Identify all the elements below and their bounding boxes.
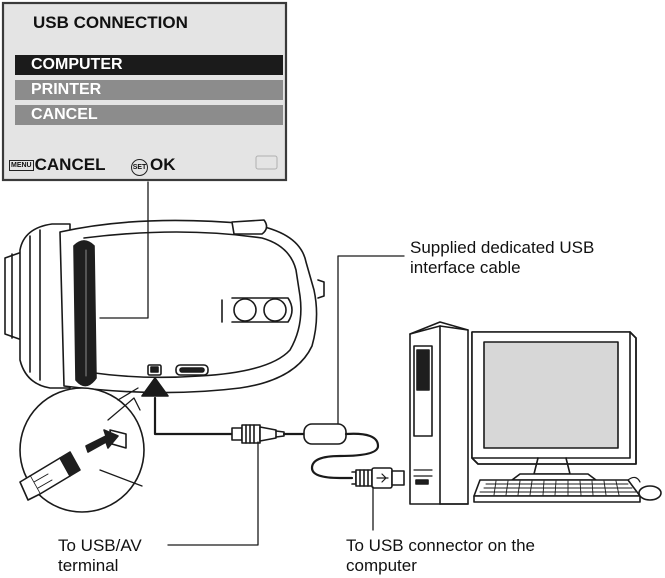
monitor-icon (471, 331, 637, 481)
callout-cable-line2: interface cable (410, 258, 521, 277)
menu-item-computer[interactable]: COMPUTER (15, 55, 283, 75)
tower-pc-icon (409, 321, 469, 505)
footer-cancel-label: CANCEL (34, 155, 106, 174)
plug-zoom-icon (19, 387, 145, 513)
ferrite-core-icon (303, 423, 347, 445)
callout-usb-connector: To USB connector on the computer (346, 536, 535, 576)
callout-cable: Supplied dedicated USB interface cable (410, 238, 594, 278)
callout-usb-av-line2: terminal (58, 556, 119, 575)
lcd-menu-screen: USB CONNECTION COMPUTER PRINTER CANCEL M… (3, 3, 286, 180)
port-arrow-icon (141, 377, 169, 397)
footer-ok-label: OK (150, 155, 176, 174)
keyboard-icon (473, 476, 662, 503)
callout-usb-av-line1: To USB/AV (58, 536, 142, 555)
usb-a-plug-icon (351, 467, 405, 489)
callout-usb-av: To USB/AV terminal (58, 536, 142, 576)
callout-cable-line1: Supplied dedicated USB (410, 238, 595, 257)
callout-usb-connector-line2: computer (346, 556, 417, 575)
callout-usb-connector-line1: To USB connector on the (346, 536, 536, 555)
mini-usb-plug-icon (231, 424, 285, 444)
menu-item-cancel[interactable]: CANCEL (15, 105, 283, 125)
set-badge-icon: SET (131, 159, 148, 176)
camcorder-icon (4, 219, 325, 394)
lcd-menu-title: USB CONNECTION (33, 13, 188, 32)
menu-item-printer[interactable]: PRINTER (15, 80, 283, 100)
menu-badge-icon: MENU (9, 160, 34, 171)
